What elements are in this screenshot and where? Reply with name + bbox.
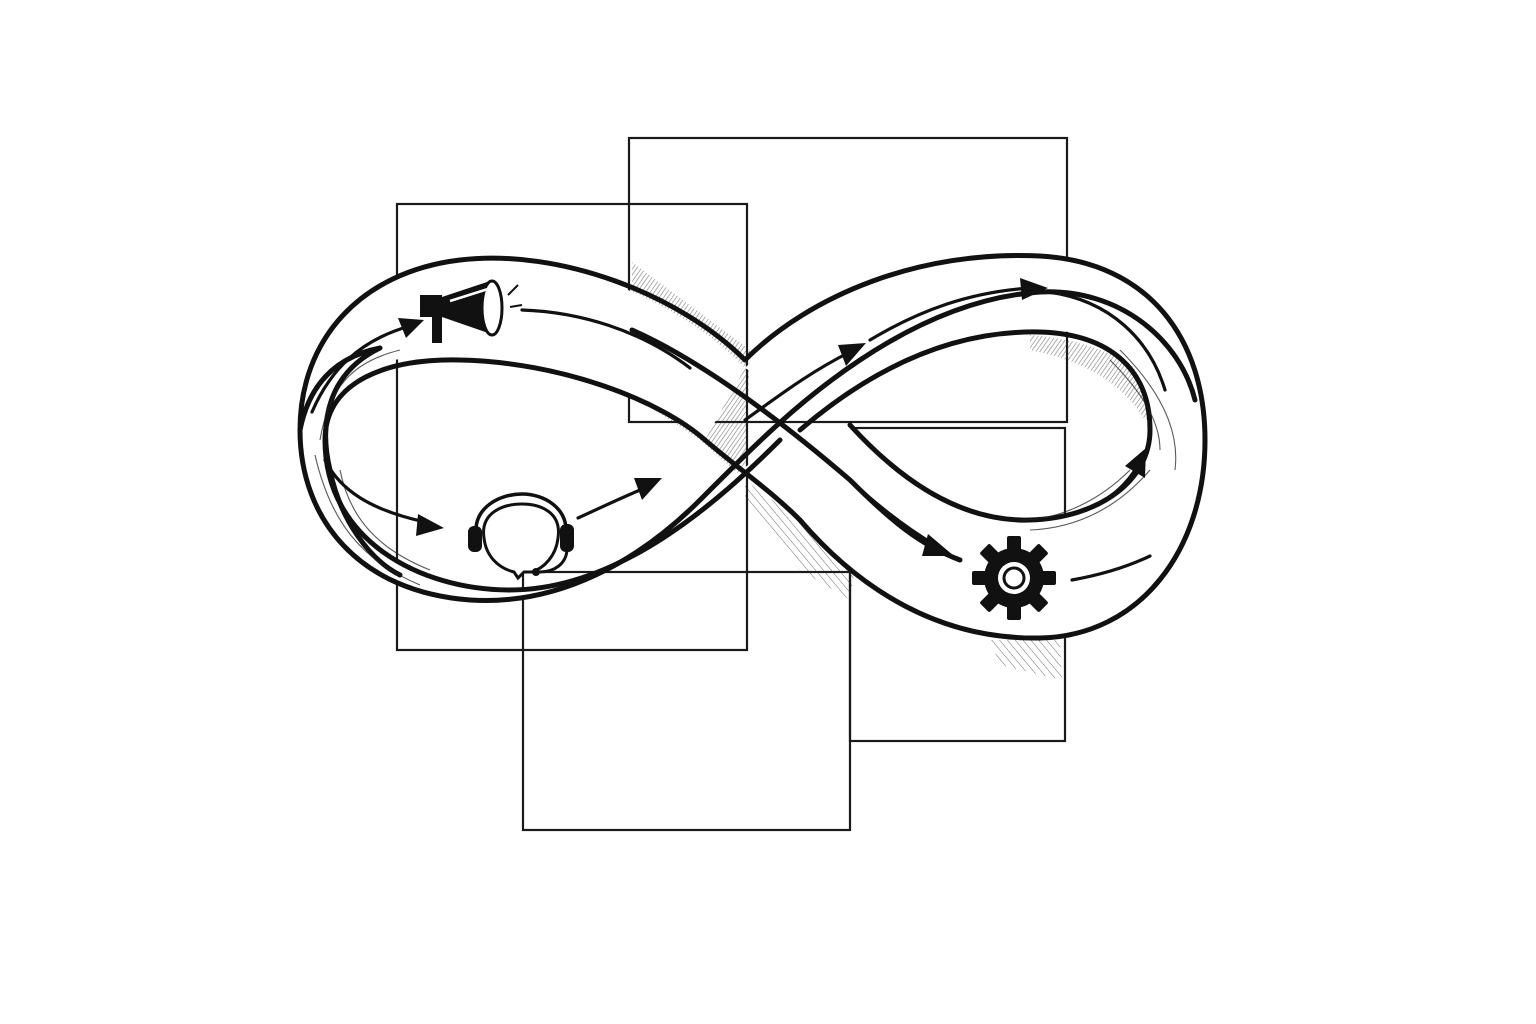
band-left-lobe-fill	[300, 260, 755, 601]
arrowhead-bottom-center	[634, 478, 662, 500]
band-edge-center-cross	[629, 327, 963, 563]
flow-top-to-center	[520, 308, 692, 370]
flow-bottom-center	[576, 486, 647, 520]
flow-left-lower	[323, 458, 427, 524]
shadow-right-lobe	[1030, 335, 1170, 420]
arrowhead-center-down-right	[922, 534, 954, 556]
flow-arrows	[310, 278, 1167, 582]
frame-bottom-center	[521, 570, 852, 832]
band-edge-left-outer	[297, 255, 1198, 604]
headset-icon	[468, 492, 574, 581]
gear-icon	[972, 536, 1056, 620]
arrowhead-top-right	[1020, 278, 1048, 300]
band-right-lobe-fill	[745, 257, 1205, 639]
band-streaks	[314, 349, 1177, 586]
flow-top-right	[868, 286, 1032, 342]
arrowhead-right-lobe-up	[1125, 448, 1146, 478]
arrowhead-center-up-right	[838, 343, 866, 366]
band-edge-right-inner	[797, 329, 1153, 523]
shadow-bottom-right	[990, 640, 1062, 680]
arrowhead-left-lower	[416, 514, 444, 536]
megaphone-icon	[420, 279, 523, 343]
band-edge-right-outer	[702, 252, 1208, 641]
arrowhead-left-up	[398, 318, 424, 338]
flow-bottom-right	[1070, 554, 1152, 582]
flow-left-up	[310, 324, 412, 414]
flow-center-up-right	[743, 350, 852, 422]
